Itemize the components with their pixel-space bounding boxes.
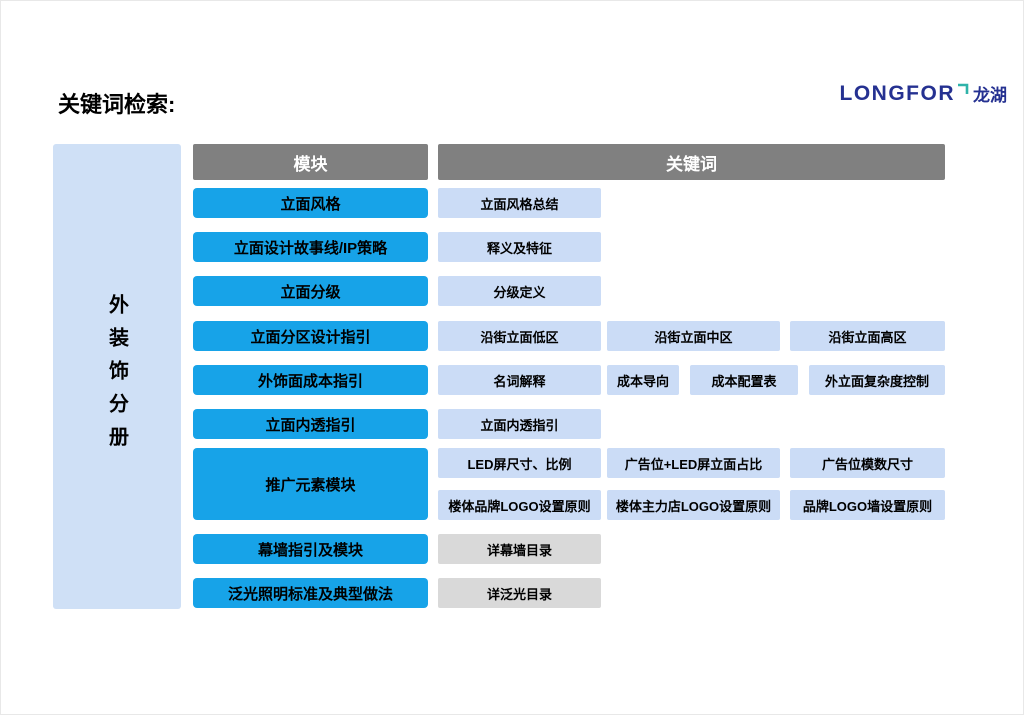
- keyword-chip[interactable]: 立面风格总结: [438, 188, 601, 218]
- table-row: 推广元素模块 LED屏尺寸、比例 广告位+LED屏立面占比 广告位模数尺寸 楼体…: [193, 448, 945, 520]
- keyword-chip[interactable]: 沿街立面低区: [438, 321, 601, 351]
- keyword-column-header: 关键词: [438, 144, 945, 180]
- module-button-facade-zoning-guide[interactable]: 立面分区设计指引: [193, 321, 428, 351]
- table-row: 立面分区设计指引 沿街立面低区 沿街立面中区 沿街立面高区: [193, 321, 945, 351]
- keyword-chip[interactable]: 分级定义: [438, 276, 601, 306]
- keyword-chip[interactable]: 成本导向: [607, 365, 679, 395]
- table-row: 外饰面成本指引 名词解释 成本导向 成本配置表 外立面复杂度控制: [193, 365, 945, 395]
- keyword-chip[interactable]: 立面内透指引: [438, 409, 601, 439]
- header-row: 模块 关键词: [193, 144, 945, 180]
- index-grid: 模块 关键词 立面风格 立面风格总结 立面设计故事线/IP策略 释义及特征 立面…: [193, 144, 945, 609]
- keyword-chip-gray[interactable]: 详泛光目录: [438, 578, 601, 608]
- table-row: 立面内透指引 立面内透指引: [193, 409, 945, 439]
- keyword-index-table: 外装饰分册 模块 关键词 立面风格 立面风格总结 立面设计故事线/IP策略 释义…: [53, 144, 945, 609]
- logo-text-cn: 龙湖: [973, 86, 1007, 105]
- module-button-promo-elements[interactable]: 推广元素模块: [193, 448, 428, 520]
- module-button-floodlighting-standard[interactable]: 泛光照明标准及典型做法: [193, 578, 428, 608]
- module-button-facade-translucency-guide[interactable]: 立面内透指引: [193, 409, 428, 439]
- keyword-chip[interactable]: 品牌LOGO墙设置原则: [790, 490, 945, 520]
- module-column-header: 模块: [193, 144, 428, 180]
- table-row: 立面设计故事线/IP策略 释义及特征: [193, 232, 945, 262]
- table-row: 幕墙指引及模块 详幕墙目录: [193, 534, 945, 564]
- module-button-cladding-cost-guide[interactable]: 外饰面成本指引: [193, 365, 428, 395]
- longfor-logo: LONGFOR 龙湖: [840, 81, 1008, 106]
- table-row: 立面风格 立面风格总结: [193, 188, 945, 218]
- logo-text-en: LONGFOR: [839, 81, 955, 105]
- sidebar-volume-label: 外装饰分册: [105, 294, 128, 459]
- module-button-facade-grading[interactable]: 立面分级: [193, 276, 428, 306]
- table-row: 立面分级 分级定义: [193, 276, 945, 306]
- keyword-chip[interactable]: 成本配置表: [690, 365, 798, 395]
- keyword-chip[interactable]: 沿街立面高区: [790, 321, 945, 351]
- keyword-chip[interactable]: 楼体主力店LOGO设置原则: [607, 490, 780, 520]
- keyword-chip[interactable]: 楼体品牌LOGO设置原则: [438, 490, 601, 520]
- sidebar-volume: 外装饰分册: [53, 144, 181, 609]
- keyword-chip[interactable]: 沿街立面中区: [607, 321, 780, 351]
- module-button-facade-style[interactable]: 立面风格: [193, 188, 428, 218]
- keyword-chip[interactable]: 释义及特征: [438, 232, 601, 262]
- keyword-chip[interactable]: LED屏尺寸、比例: [438, 448, 601, 478]
- module-button-curtain-wall-guide[interactable]: 幕墙指引及模块: [193, 534, 428, 564]
- keyword-chip[interactable]: 广告位模数尺寸: [790, 448, 945, 478]
- module-button-storyline-ip[interactable]: 立面设计故事线/IP策略: [193, 232, 428, 262]
- table-row: 泛光照明标准及典型做法 详泛光目录: [193, 578, 945, 608]
- page-title: 关键词检索:: [58, 92, 176, 117]
- keyword-chip[interactable]: 名词解释: [438, 365, 601, 395]
- keyword-chip-gray[interactable]: 详幕墙目录: [438, 534, 601, 564]
- logo-corner-icon: [958, 83, 969, 94]
- keyword-chip[interactable]: 外立面复杂度控制: [809, 365, 945, 395]
- keyword-chip[interactable]: 广告位+LED屏立面占比: [607, 448, 780, 478]
